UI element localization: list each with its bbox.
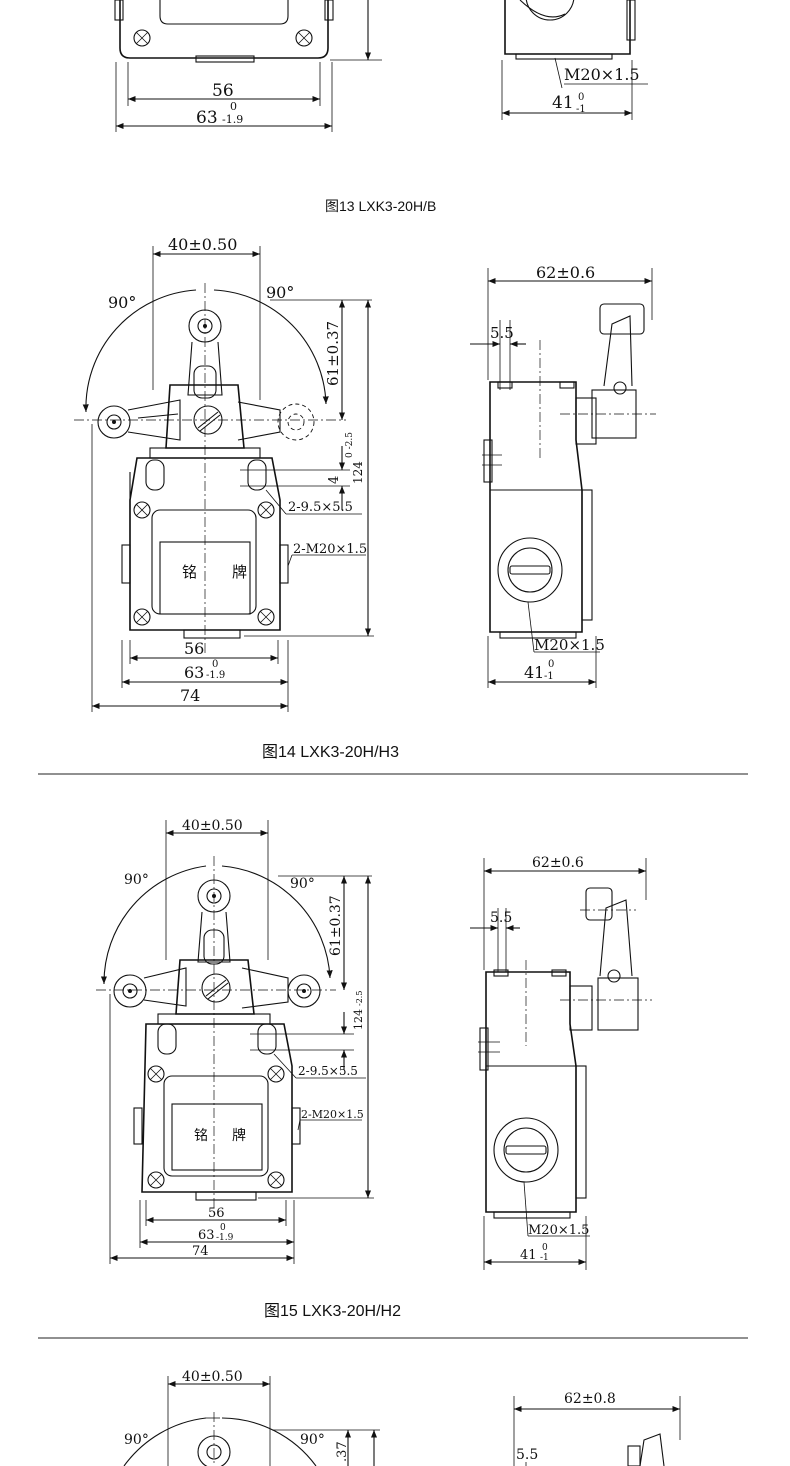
fig16-front-view: 40±0.50 90° 90° .37 <box>123 1369 380 1466</box>
fig15-dim-63-tol-low: -1.9 <box>216 1233 234 1243</box>
fig13-dim-63-tol-low: -1.9 <box>222 113 243 126</box>
fig14-side-view: 62±0.6 5.5 M20×1.5 41 0 <box>470 263 656 688</box>
fig16-angle-left: 90° <box>124 1432 149 1448</box>
fig14-side-dim-5.5: 5.5 <box>490 324 514 342</box>
fig13-side-thread: M20×1.5 <box>564 65 640 84</box>
fig15-holes: 2-9.5×5.5 <box>298 1064 358 1078</box>
fig14-dim-63: 63 <box>184 663 204 682</box>
fig16-dim-37: .37 <box>335 1441 350 1462</box>
fig14-front-view: 40±0.50 90° 90° 铭 牌 <box>74 235 374 712</box>
fig14-side-dim-41: 41 <box>524 663 544 682</box>
fig14-plate-right: 牌 <box>232 563 247 581</box>
fig14-side-thread: M20×1.5 <box>534 636 605 654</box>
fig15-side-dim-62: 62±0.6 <box>532 855 584 871</box>
fig14-dim-74: 74 <box>180 686 200 705</box>
fig14-dim-4: 4 <box>327 476 342 484</box>
fig13-dim-56: 56 <box>212 81 234 101</box>
fig15-side-view: 62±0.6 5.5 M20×1.5 41 0 -1 <box>470 855 652 1270</box>
fig16-dim-40: 40±0.50 <box>182 1369 243 1385</box>
fig15-dim-63: 63 <box>198 1228 215 1243</box>
fig15-dim-124: 124 <box>352 1009 365 1030</box>
fig15-side-dim-41-tol-up: 0 <box>542 1243 548 1253</box>
fig15-caption: 图15 LXK3-20H/H2 <box>264 1303 401 1320</box>
fig15-front-view: 40±0.50 90° 90° 铭 牌 61± <box>96 818 374 1264</box>
fig14-dim-40: 40±0.50 <box>168 235 237 254</box>
fig16-side-dim-5.5: 5.5 <box>516 1447 538 1463</box>
fig14-plate-left: 铭 <box>182 563 197 581</box>
fig15-dim-124-tol: -2.5 <box>355 991 364 1006</box>
fig14-side-dim-41-tol-low: -1 <box>544 671 554 682</box>
fig14-caption: 图14 LXK3-20H/H3 <box>262 744 399 761</box>
fig15-angle-left: 90° <box>124 872 149 888</box>
fig16-angle-right: 90° <box>300 1432 325 1448</box>
fig14-side-dim-41-tol-up: 0 <box>548 659 554 670</box>
fig13-front-view: 56 63 0 -1.9 <box>114 0 382 132</box>
fig15-side-thread: M20×1.5 <box>528 1223 589 1238</box>
fig15-plate-right: 牌 <box>232 1127 246 1144</box>
fig14-dim-124: 124 <box>351 461 365 484</box>
fig14-angle-left: 90° <box>108 293 136 312</box>
fig15-dim-56: 56 <box>208 1206 225 1221</box>
fig16-side-dim-62: 62±0.8 <box>564 1391 616 1407</box>
fig14-dim-56: 56 <box>184 639 204 658</box>
fig14-holes: 2-9.5×5.5 <box>288 500 353 515</box>
fig13-side-view: M20×1.5 41 0 -1 <box>501 0 648 120</box>
fig14-dim-63-tol-up: 0 <box>212 659 218 670</box>
fig15-thread2: 2-M20×1.5 <box>301 1108 364 1121</box>
fig13-dim-41: 41 <box>552 93 574 113</box>
fig15-plate-left: 铭 <box>194 1128 208 1144</box>
fig14-angle-right: 90° <box>266 283 294 302</box>
fig13-caption: 图13 LXK3-20H/B <box>325 198 436 214</box>
fig15-side-dim-41: 41 <box>520 1248 537 1263</box>
fig15-dim-61: 61±0.37 <box>328 895 344 956</box>
fig15-side-dim-5.5: 5.5 <box>490 910 512 926</box>
fig13-dim-41-tol-up: 0 <box>578 92 584 103</box>
fig13-dim-63: 63 <box>196 108 218 128</box>
fig14-thread2: 2-M20×1.5 <box>293 542 367 557</box>
fig14-side-dim-62: 62±0.6 <box>536 263 595 282</box>
fig15-dim-40: 40±0.50 <box>182 818 243 834</box>
fig14-dim-124-tol: 0 -2.5 <box>345 432 355 458</box>
fig14-dim-61: 61±0.37 <box>324 321 342 386</box>
fig15-dim-63-tol-up: 0 <box>220 1223 226 1233</box>
fig13-dim-63-tol-up: 0 <box>230 100 237 113</box>
fig15-dim-74: 74 <box>192 1244 209 1259</box>
fig14-dim-63-tol-low: -1.9 <box>206 670 225 681</box>
fig15-angle-right: 90° <box>290 876 315 892</box>
fig15-side-dim-41-tol-low: -1 <box>540 1253 549 1263</box>
fig16-side-view: 62±0.8 5.5 <box>513 1391 681 1466</box>
fig13-dim-41-tol-low: -1 <box>576 104 586 115</box>
